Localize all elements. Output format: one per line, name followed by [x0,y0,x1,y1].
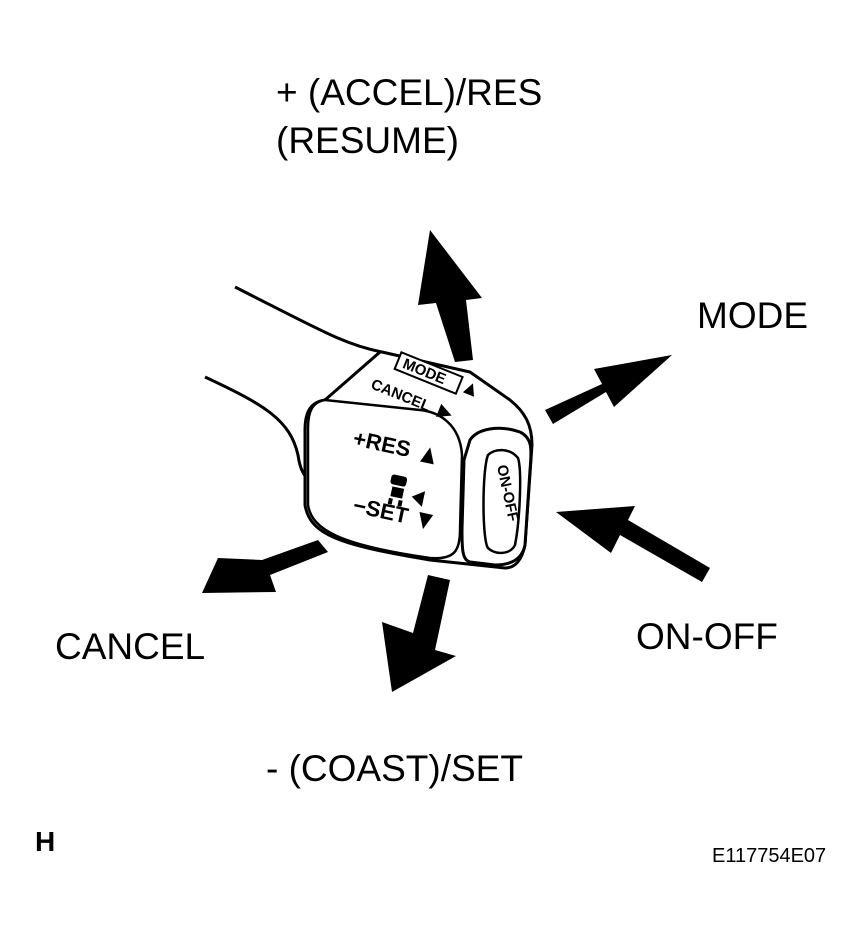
mode-marking-box [393,350,464,395]
mode-arrow-icon [545,355,672,424]
lever-stalk-upper-line [234,285,383,354]
on-off-arrow-icon [556,506,710,582]
on-off-button [482,448,522,555]
coast-set-arrow-icon [382,575,456,692]
mode-triangle-icon [462,383,475,397]
res-up-triangle-icon [420,447,434,465]
lever-side-face [306,398,464,560]
accel-res-label: + (ACCEL)/RES [276,72,543,113]
cruise-control-icon [387,474,426,507]
mode-label: MODE [697,295,808,336]
lever-stalk-lower-line [204,375,311,482]
cancel-arrow-icon [202,540,328,593]
view-letter: H [35,826,56,857]
coast-set-label: - (COAST)/SET [266,748,523,789]
on-off-label: ON-OFF [636,616,778,657]
set-down-triangle-icon [419,512,434,530]
figure-id: E117754E07 [712,845,827,867]
cancel-triangle-icon [436,403,452,417]
cancel-label: CANCEL [55,626,206,667]
resume-label: (RESUME) [276,120,459,161]
accel-res-arrow-icon [418,230,482,362]
